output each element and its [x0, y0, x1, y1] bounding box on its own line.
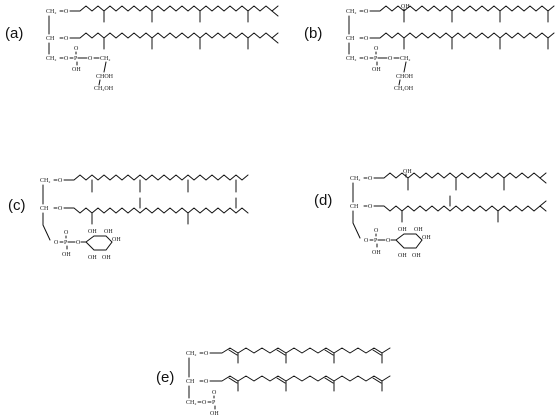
o-atom: O: [204, 351, 209, 357]
o-atom: O: [76, 240, 81, 246]
ch2-atom: CH₂: [46, 56, 56, 62]
oh-atom: OH: [72, 67, 81, 73]
p-atom: P: [374, 56, 378, 62]
ch-atom: CH: [350, 204, 359, 210]
panel-label-d: (d): [314, 192, 332, 209]
ch2-atom: CH₂: [400, 56, 410, 62]
p-atom: P: [374, 238, 378, 244]
oh-atom: OH: [88, 255, 97, 261]
ch2oh-atom: CH₂OH: [94, 86, 114, 92]
p-atom: P: [74, 56, 78, 62]
ch2-atom: CH₂: [40, 178, 50, 184]
o-atom: O: [204, 379, 209, 385]
structure-d: (d) CH₂ O CH O O P O OH O OH OH OH OH OH…: [314, 169, 547, 259]
oh-atom: OH: [210, 411, 219, 417]
inositol-ring: [395, 233, 423, 249]
panel-label-c: (c): [8, 197, 26, 214]
ch2-atom: CH₂: [100, 56, 110, 62]
o-atom: O: [64, 9, 69, 15]
ch2-atom: CH₂: [46, 9, 56, 15]
oh-atom: OH: [398, 227, 407, 233]
carbonyl-o-atom: O: [374, 46, 379, 52]
o-atom: O: [364, 56, 369, 62]
carbonyl-o-atom: O: [374, 228, 379, 234]
carbonyl-o-atom: O: [212, 390, 217, 396]
o-atom: O: [58, 178, 63, 184]
oh-atom: OH: [372, 67, 381, 73]
structure-b: (b) CH₂ O CH O CH₂ O P O OH O CH₂ CHOH C…: [304, 4, 555, 92]
o-atom: O: [386, 238, 391, 244]
oh-atom: OH: [414, 227, 423, 233]
oh-atom: OH: [401, 4, 410, 10]
carbonyl-o-atom: O: [64, 230, 69, 236]
panel-label-b: (b): [304, 25, 322, 42]
oh-atom: OH: [403, 169, 412, 175]
ch2-atom: CH₂: [186, 400, 196, 406]
ch2-atom: CH₂: [346, 56, 356, 62]
ch-atom: CH: [346, 36, 355, 42]
oh-atom: OH: [104, 229, 113, 235]
structure-a: (a) CH₂ O CH O CH₂ O P O OH O CH₂ CHOH C…: [5, 5, 279, 92]
ch2oh-atom: CH₂OH: [394, 86, 414, 92]
oh-atom: OH: [62, 252, 71, 258]
inositol-ring: [85, 235, 113, 251]
oh-atom: OH: [102, 255, 111, 261]
choh-atom: CHOH: [396, 74, 414, 80]
o-atom: O: [388, 56, 393, 62]
oh-atom: OH: [372, 250, 381, 256]
ch-atom: CH: [186, 379, 195, 385]
ch2-atom: CH₂: [350, 176, 360, 182]
p-atom: P: [64, 240, 68, 246]
ch2-atom: CH₂: [186, 351, 196, 357]
o-atom: O: [202, 400, 207, 406]
o-atom: O: [58, 206, 63, 212]
oh-atom: OH: [422, 235, 431, 241]
o-atom: O: [364, 36, 369, 42]
panel-label-a: (a): [5, 25, 23, 42]
o-atom: O: [364, 9, 369, 15]
oh-atom: OH: [412, 253, 421, 259]
ch-atom: CH: [40, 206, 49, 212]
ch2-atom: CH₂: [346, 9, 356, 15]
carbonyl-o-atom: O: [74, 46, 79, 52]
structure-e: (e) CH₂ O CH O CH₂ O P O OH: [156, 347, 391, 417]
choh-atom: CHOH: [96, 74, 114, 80]
o-atom: O: [64, 56, 69, 62]
o-atom: O: [368, 204, 373, 210]
ch-atom: CH: [46, 36, 55, 42]
o-atom: O: [364, 238, 369, 244]
o-atom: O: [54, 240, 59, 246]
oh-atom: OH: [112, 237, 121, 243]
p-atom: P: [212, 400, 216, 406]
o-atom: O: [368, 176, 373, 182]
structure-c: (c) CH₂ O CH O O P O OH O OH OH OH OH OH: [8, 174, 249, 261]
panel-label-e: (e): [156, 369, 174, 386]
oh-atom: OH: [398, 253, 407, 259]
o-atom: O: [88, 56, 93, 62]
oh-atom: OH: [88, 229, 97, 235]
o-atom: O: [64, 36, 69, 42]
